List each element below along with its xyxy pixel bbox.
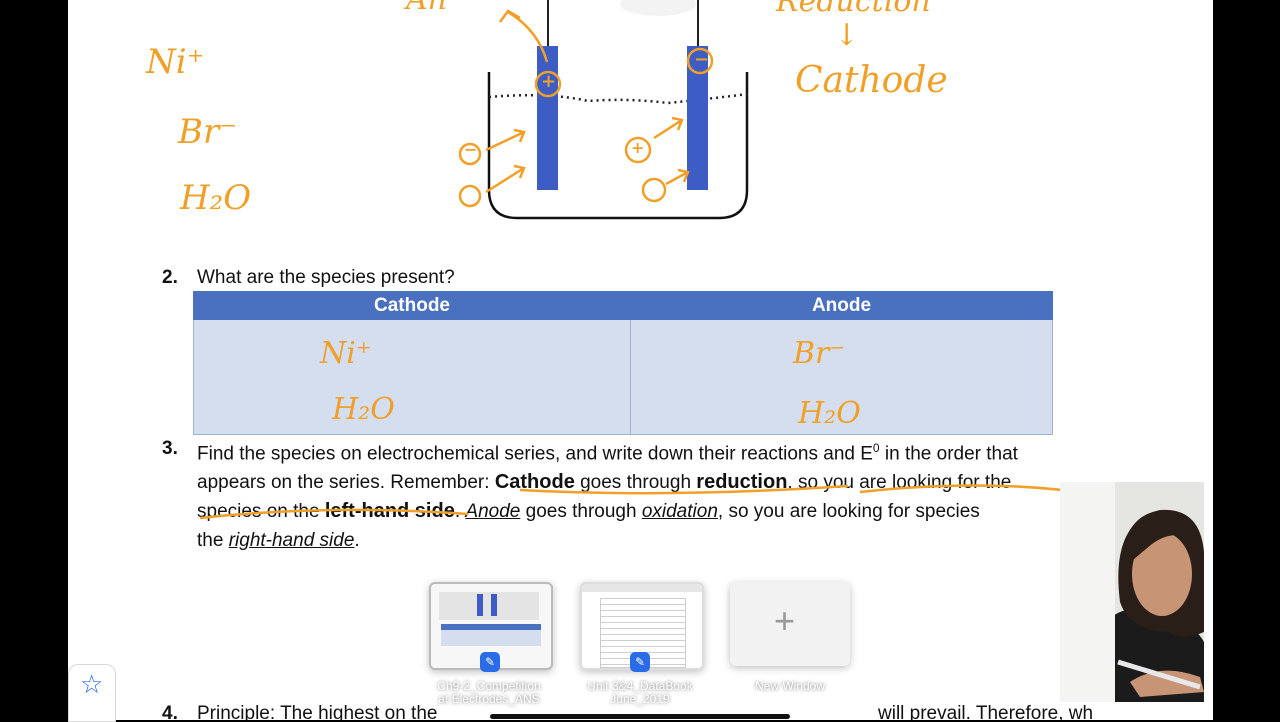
liquid-level (488, 92, 749, 105)
plus-icon: + (774, 600, 796, 641)
home-indicator[interactable] (490, 714, 790, 719)
note-reduction: Reduction (776, 0, 931, 19)
beaker-outline (487, 72, 749, 220)
q3-number: 3. (162, 438, 178, 459)
cathode-species-h2o: H₂O (332, 392, 395, 427)
q3-paragraph: Find the species on electrochemical seri… (197, 434, 1127, 555)
note-h2o: H₂O (180, 178, 252, 218)
q3-line-1: Find the species on electrochemical seri… (197, 441, 1018, 465)
anion-sign: − (464, 140, 478, 159)
anode-sign: + (541, 71, 557, 92)
cation-mark (624, 136, 652, 164)
note-anode-partial: An (406, 0, 447, 17)
q3-line-2: appears on the series. Remember: Cathode… (197, 471, 1012, 494)
note-arrow: ↓ (834, 18, 860, 53)
pencil-badge-icon-2: ✎ (630, 652, 650, 672)
q4-number: 4. (162, 703, 178, 720)
note-cathode: Cathode (795, 60, 948, 101)
anode-species-h2o: H₂O (798, 396, 861, 431)
bookmark-button[interactable]: ☆ (68, 664, 116, 722)
anode-sign-circle (534, 70, 562, 98)
q2-number: 2. (162, 267, 178, 288)
col-anode-header: Anode (630, 291, 1053, 320)
cathode-sign: − (694, 49, 710, 70)
wire-connector-shadow (620, 0, 696, 16)
note-ni: Ni⁺ (146, 42, 205, 82)
q4-text-end: will prevail. Therefore, wh (878, 703, 1094, 720)
anode-species-br: Br⁻ (793, 336, 846, 371)
q3-line-4: the right-hand side. (197, 530, 360, 552)
new-window-label: New Window (754, 679, 826, 693)
star-icon: ☆ (80, 669, 104, 699)
electrolysis-diagram (458, 0, 749, 220)
col-cathode-header: Cathode (193, 291, 631, 320)
note-br: Br⁻ (178, 112, 238, 152)
species-table: Cathode Anode (193, 291, 1053, 435)
q2-text: What are the species present? (197, 267, 455, 288)
anode-cell (630, 319, 1053, 435)
q4-text-start: Principle: The highest on the (197, 703, 438, 720)
webcam-overlay (1060, 482, 1204, 702)
cathode-cell (193, 319, 631, 435)
pencil-badge-icon: ✎ (480, 652, 500, 672)
electrode-left (537, 46, 558, 190)
cathode-species-ni: Ni⁺ (320, 336, 372, 371)
cation-sign: + (631, 138, 645, 157)
new-window-button[interactable]: + (730, 582, 850, 666)
water-mark-left (458, 184, 482, 208)
handwritten-underlines (199, 484, 1064, 520)
cathode-sign-circle (686, 47, 714, 75)
presenter-figure (1100, 509, 1204, 702)
electrode-right (687, 46, 708, 190)
anion-mark (458, 142, 482, 166)
water-mark-right (641, 177, 667, 203)
